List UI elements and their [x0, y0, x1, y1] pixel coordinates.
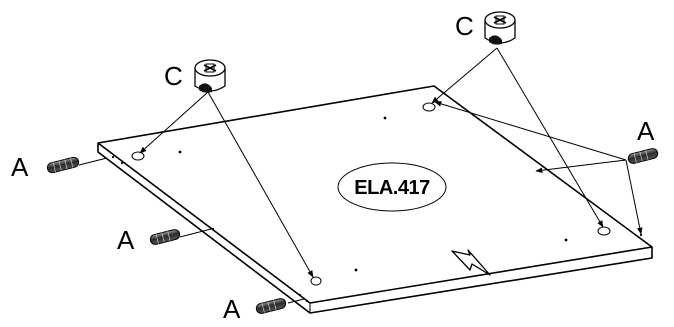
- dowel-icon: [149, 229, 181, 245]
- edge-hole-dot: [639, 233, 643, 237]
- dowel-label: A: [223, 294, 241, 324]
- cam-lock-label: C: [164, 61, 183, 91]
- edge-hole-dot: [298, 293, 302, 297]
- dowel-label: A: [637, 116, 655, 146]
- direction-arrow-icon: [451, 249, 491, 276]
- panel-hole-dot: [564, 238, 568, 242]
- cam-hole: [310, 276, 322, 286]
- edge-hole-dot: [120, 161, 124, 165]
- panel-hole-dot: [383, 116, 387, 120]
- dowel-icon: [46, 156, 80, 174]
- cam-holes: [131, 102, 611, 286]
- panel-board: [97, 85, 653, 314]
- dowel-icon: [255, 298, 287, 314]
- dowel-leader-lines: [78, 101, 643, 304]
- cam-lock-label: C: [455, 11, 474, 41]
- edge-hole-dot: [111, 155, 115, 159]
- cam-leader-lines: [139, 47, 604, 278]
- dowel-label: A: [117, 225, 135, 255]
- cam-hole: [131, 151, 145, 161]
- panel-code-label: ELA.417: [354, 177, 430, 199]
- dowel-label: A: [11, 152, 29, 182]
- edge-hole-dot: [305, 299, 309, 303]
- panel-code-badge: ELA.417: [337, 162, 447, 212]
- cam-hole: [422, 102, 436, 112]
- panel-hole-dot: [178, 150, 182, 154]
- cam-hole: [597, 226, 611, 236]
- edge-hole-dot: [211, 227, 215, 231]
- cam-lock-icon: [194, 59, 226, 93]
- cam-lock-icon: [484, 11, 516, 45]
- panel-marks: [111, 116, 643, 303]
- panel-hole-dot: [354, 268, 358, 272]
- dowel-icon: [627, 148, 659, 164]
